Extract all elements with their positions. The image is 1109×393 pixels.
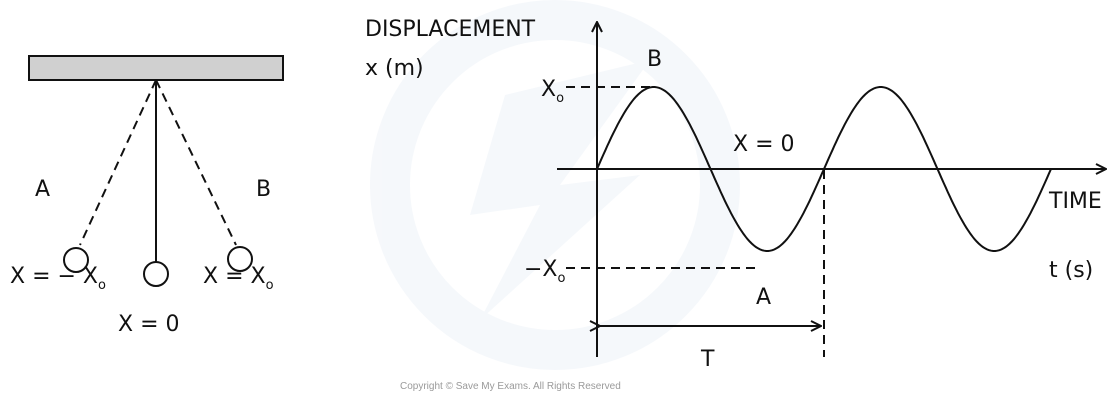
pendulum-label-a: A [35,177,50,202]
y-axis-title: DISPLACEMENT [365,17,536,42]
y-axis-unit: x (m) [365,56,424,81]
peak-label-b: B [647,47,662,72]
x-axis-unit: t (s) [1049,258,1093,283]
pendulum: A B X = − Xo X = Xo X = 0 [10,55,284,337]
string-left [79,79,157,246]
displacement-time-graph: DISPLACEMENT x (m) TIME t (s) Xo −Xo B A… [365,17,1106,372]
pendulum-support [28,55,284,81]
pendulum-eq-center: X = 0 [118,312,180,337]
watermark-logo [370,0,740,370]
trough-label-a: A [756,285,771,310]
displacement-curve [596,86,1052,252]
pendulum-eq-right: X = Xo [203,264,274,293]
period-label: T [700,347,715,372]
x-axis-title: TIME [1048,189,1102,214]
bob-left [63,247,89,273]
max-label: Xo [541,77,564,106]
pendulum-eq-left: X = − Xo [10,264,106,293]
bob-center [143,261,169,287]
min-label: −Xo [524,257,566,286]
pendulum-label-b: B [256,177,271,202]
copyright-text: Copyright © Save My Exams. All Rights Re… [400,381,621,392]
bob-right [227,246,253,272]
zero-label: X = 0 [733,132,795,157]
string-right [155,79,237,246]
